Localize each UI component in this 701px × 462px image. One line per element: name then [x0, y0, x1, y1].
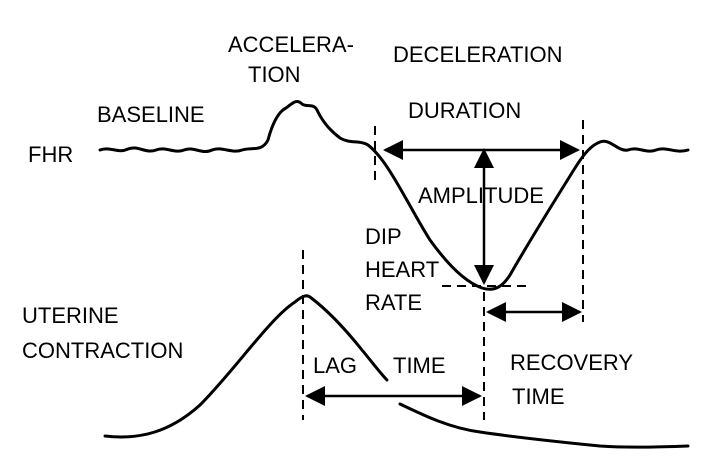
baseline-label: BASELINE	[97, 102, 205, 127]
recovery-label-line1: RECOVERY	[510, 350, 633, 375]
recovery-label-line2: TIME	[512, 384, 565, 409]
acceleration-label-line1: ACCELERA-	[228, 32, 354, 57]
uterine-label-line2: CONTRACTION	[22, 338, 183, 363]
time-label: TIME	[393, 353, 446, 378]
contraction-tail	[398, 402, 690, 449]
lag-label: LAG	[313, 353, 357, 378]
contraction-trace	[103, 294, 389, 439]
duration-label: DURATION	[408, 98, 521, 123]
fhr-trace	[98, 100, 690, 291]
deceleration-label: DECELERATION	[393, 42, 563, 67]
dip-label-line2: HEART	[365, 257, 439, 282]
uterine-label-line1: UTERINE	[22, 303, 119, 328]
dip-label-line1: DIP	[365, 224, 402, 249]
amplitude-label: AMPLITUDE	[418, 183, 544, 208]
dip-label-line3: RATE	[365, 290, 422, 315]
fhr-label: FHR	[28, 142, 73, 167]
acceleration-label-line2: TION	[248, 62, 301, 87]
